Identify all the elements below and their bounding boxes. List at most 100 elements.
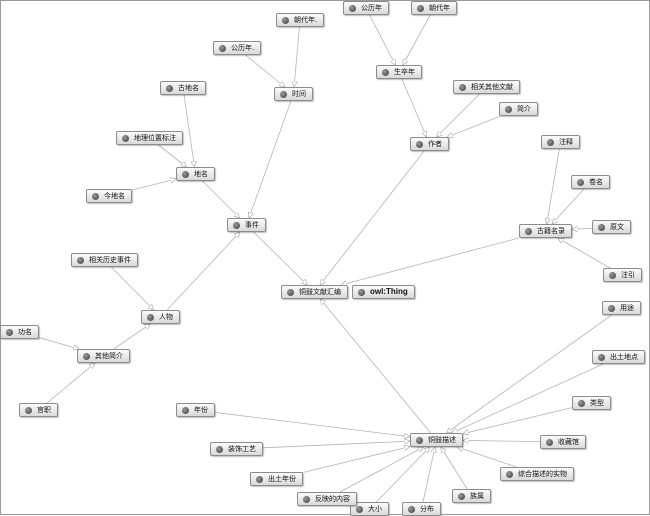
edge-tgms-zs2 — [440, 447, 468, 490]
node-label: 朝代年. — [294, 16, 318, 24]
node-label: 反映的内容 — [315, 495, 350, 503]
node-bullet-icon — [356, 506, 363, 513]
node-szn[interactable]: 生卒年 — [376, 65, 422, 79]
node-bullet-icon — [578, 400, 585, 407]
node-gln2[interactable]: 公历年 — [343, 1, 389, 15]
node-gly[interactable]: 公历年. — [213, 41, 262, 55]
node-sj_time[interactable]: 时间 — [274, 87, 313, 101]
node-sj[interactable]: 事件 — [227, 218, 266, 232]
node-bullet-icon — [349, 5, 356, 12]
node-label: 事件 — [245, 221, 259, 229]
node-label: 地理位置标注 — [134, 134, 176, 142]
edge-dm-jdm — [131, 179, 176, 191]
node-bullet-icon — [166, 85, 173, 92]
node-qtjj[interactable]: 其他简介 — [77, 349, 130, 363]
node-tgwxhb[interactable]: 铜鼓文献汇编 — [281, 285, 348, 299]
node-bullet-icon — [256, 476, 263, 483]
node-bullet-icon — [505, 106, 512, 113]
node-label: 时间 — [292, 90, 306, 98]
node-label: 今地名 — [104, 192, 125, 200]
node-bullet-icon — [546, 439, 553, 446]
node-zhms[interactable]: 综合描述的实物 — [500, 467, 574, 481]
node-bullet-icon — [458, 493, 465, 500]
node-bullet-icon — [219, 45, 226, 52]
node-dlwz[interactable]: 地理位置标注 — [116, 131, 183, 145]
node-dm[interactable]: 地名 — [176, 167, 215, 181]
node-ctdd[interactable]: 出土地点 — [592, 350, 645, 364]
node-zz[interactable]: 作者 — [410, 137, 449, 151]
node-gz[interactable]: 官职 — [19, 403, 58, 417]
node-owl[interactable]: owl:Thing — [352, 285, 415, 299]
node-label: 生卒年 — [394, 68, 415, 76]
node-bullet-icon — [547, 139, 554, 146]
node-cdn[interactable]: 朝代年. — [276, 13, 325, 27]
node-xgls[interactable]: 相关历史事件 — [71, 253, 138, 267]
node-jm[interactable]: 卷名 — [571, 175, 610, 189]
node-zsgy[interactable]: 装饰工艺 — [210, 442, 263, 456]
node-lx[interactable]: 类型 — [572, 396, 611, 410]
edge-qtjj-gz — [46, 363, 95, 404]
node-gdm[interactable]: 古地名 — [160, 81, 206, 95]
node-bullet-icon — [233, 222, 240, 229]
node-gjml[interactable]: 古籍名录 — [519, 224, 572, 238]
node-yw[interactable]: 原文 — [592, 220, 631, 234]
node-bullet-icon — [282, 17, 289, 24]
node-zs2[interactable]: 族属 — [452, 489, 491, 503]
node-label: 功名 — [18, 328, 32, 336]
node-label: 装饰工艺 — [228, 445, 256, 453]
node-bullet-icon — [303, 496, 310, 503]
node-cdn2[interactable]: 朝代年 — [411, 1, 457, 15]
node-zs[interactable]: 注释 — [541, 135, 580, 149]
node-bullet-icon — [25, 407, 32, 414]
node-bullet-icon — [577, 179, 584, 186]
node-label: 综合描述的实物 — [518, 470, 567, 478]
node-label: 出土地点 — [610, 353, 638, 361]
node-bullet-icon — [83, 353, 90, 360]
node-label: 作者 — [428, 140, 442, 148]
node-scg[interactable]: 收藏馆 — [540, 435, 586, 449]
node-gm[interactable]: 功名 — [0, 325, 39, 339]
node-rw[interactable]: 人物 — [141, 310, 180, 324]
node-bullet-icon — [358, 289, 365, 296]
node-bullet-icon — [525, 228, 532, 235]
edge-rw-xgls — [111, 266, 153, 310]
node-yt[interactable]: 用途 — [602, 301, 641, 315]
node-fydnr[interactable]: 反映的内容 — [297, 492, 357, 506]
node-jdm[interactable]: 今地名 — [86, 189, 132, 203]
node-bullet-icon — [382, 69, 389, 76]
node-bullet-icon — [417, 5, 424, 12]
node-bullet-icon — [6, 329, 13, 336]
node-bullet-icon — [506, 471, 513, 478]
node-xgqt[interactable]: 相关其他文献 — [453, 80, 520, 94]
edge-zz-xgqt — [437, 93, 480, 137]
node-label: 卷名 — [589, 178, 603, 186]
edge-tgwxhb-zz — [320, 150, 425, 285]
node-fb[interactable]: 分布 — [402, 502, 441, 516]
node-label: 注引 — [621, 271, 635, 279]
edge-sj-dm — [202, 180, 240, 218]
edge-tgms-ctnf — [302, 446, 410, 473]
node-bullet-icon — [608, 305, 615, 312]
node-tgms[interactable]: 铜鼓描述 — [410, 433, 463, 447]
node-nf[interactable]: 年份 — [176, 403, 215, 417]
node-label: 简介 — [517, 105, 531, 113]
node-zy[interactable]: 注引 — [603, 268, 642, 282]
edge-szn-gln2 — [369, 14, 396, 65]
node-label: 年份 — [194, 406, 208, 414]
edge-gjml-jm — [552, 188, 585, 224]
node-bullet-icon — [182, 171, 189, 178]
node-jj[interactable]: 简介 — [499, 102, 538, 116]
node-bullet-icon — [416, 437, 423, 444]
node-label: 公历年. — [231, 44, 255, 52]
node-label: 相关历史事件 — [89, 256, 131, 264]
edge-tgwxhb-sj — [253, 231, 308, 285]
node-bullet-icon — [280, 91, 287, 98]
node-bullet-icon — [77, 257, 84, 264]
node-label: 铜鼓描述 — [428, 436, 456, 444]
node-bullet-icon — [416, 141, 423, 148]
node-bullet-icon — [287, 289, 294, 296]
edge-sj-rw — [166, 232, 240, 311]
node-bullet-icon — [122, 135, 129, 142]
node-ctnf[interactable]: 出土年份 — [250, 472, 303, 486]
edge-tgms-zhms — [457, 447, 517, 468]
